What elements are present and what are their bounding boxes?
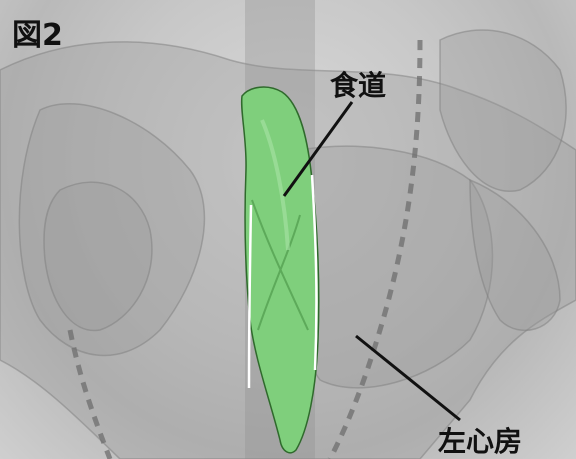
esophagus-label: 食道 [330,64,386,104]
left-atrium-label: 左心房 [438,420,522,459]
figure-label: 図2 [12,10,63,54]
